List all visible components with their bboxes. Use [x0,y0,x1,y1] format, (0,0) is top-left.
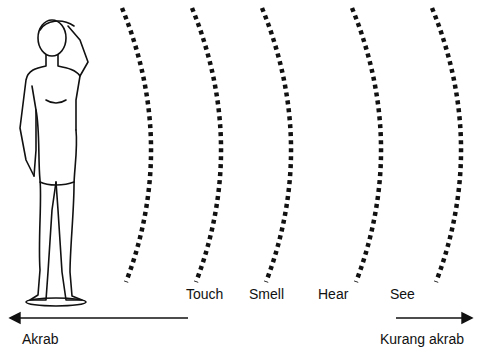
sense-label: See [390,287,415,302]
distance-label: Kurang akrab [380,332,464,347]
direction-arrows [10,313,472,323]
sense-arcs [122,8,461,282]
sense-label: Smell [249,287,284,302]
human-figure [20,20,88,306]
sense-label: Touch [186,287,223,302]
sense-label: Hear [318,287,348,302]
distance-label: Akrab [22,332,59,347]
